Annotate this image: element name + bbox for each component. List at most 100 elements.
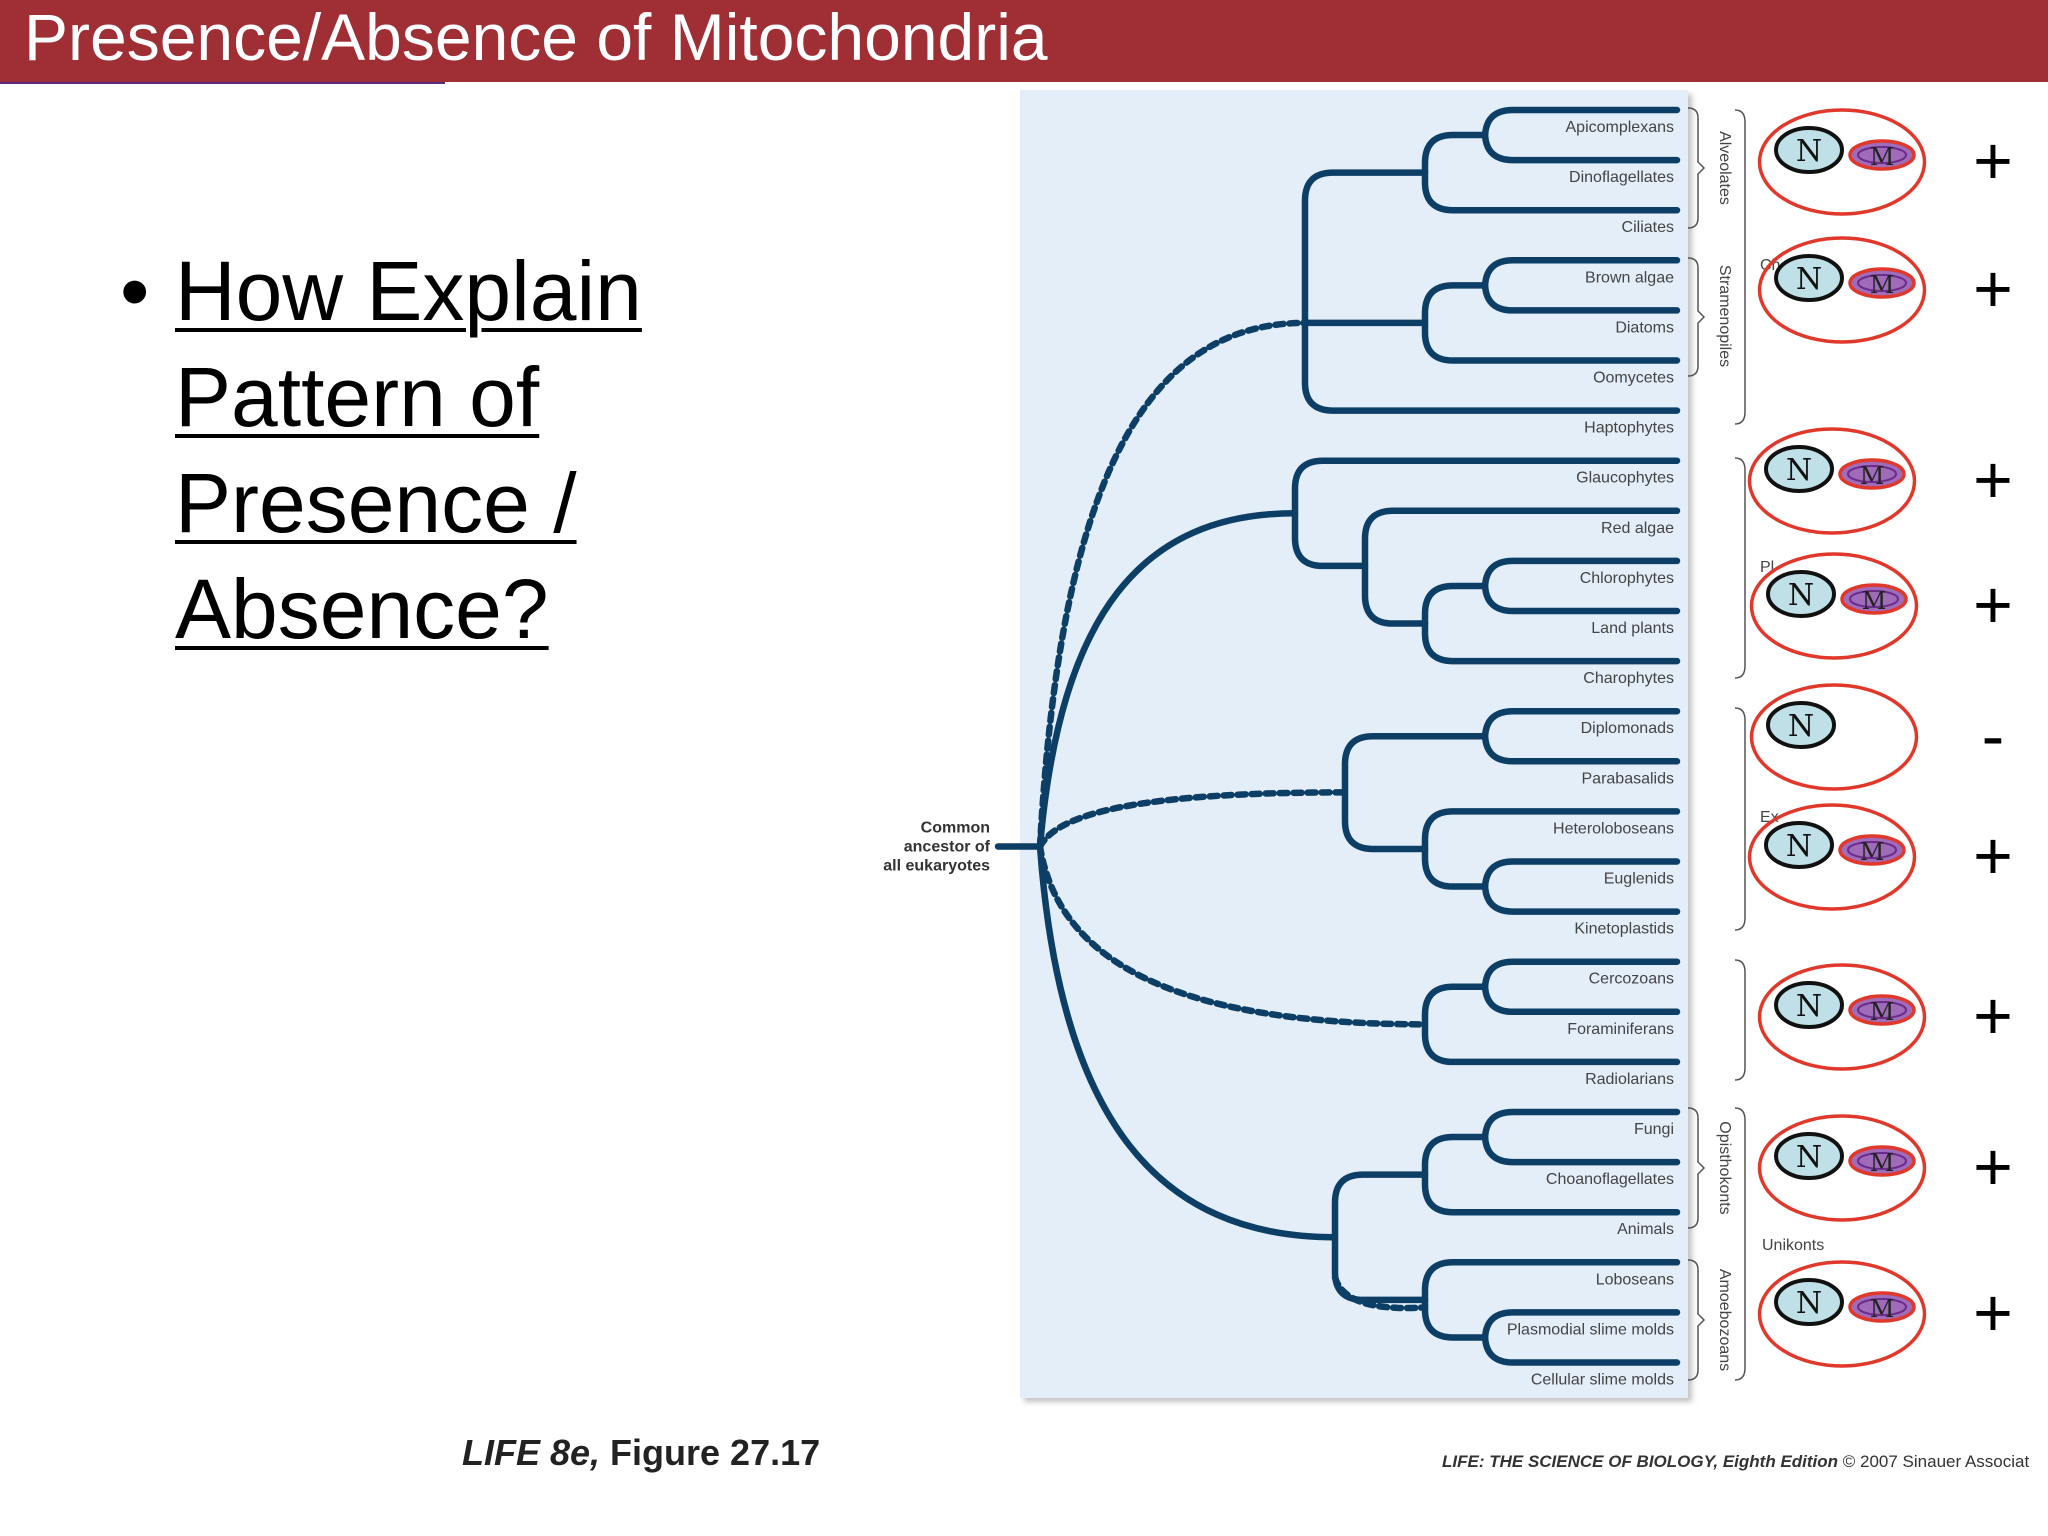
nucleus-letter: N: [1786, 829, 1812, 864]
mitochondrion-letter: M: [1870, 1295, 1895, 1323]
group-bracket: [1734, 707, 1746, 931]
tree-branch-dashed: [1036, 789, 1349, 850]
caption-rest: Figure 27.17: [600, 1432, 821, 1473]
presence-sign: +: [1973, 978, 2013, 1054]
title-underline: [0, 82, 445, 84]
taxon-label: Chlorophytes: [1580, 570, 1674, 587]
mitochondrion-inner: [1857, 146, 1907, 164]
nucleus-letter: N: [1788, 709, 1814, 744]
presence-sign: +: [1973, 251, 2013, 327]
group-bracket: [1734, 1107, 1746, 1381]
taxon-label: Cercozoans: [1589, 971, 1674, 988]
cell-outline: [1757, 1114, 1927, 1222]
cell-outline: [1749, 552, 1919, 660]
root-label-line: all eukaryotes: [883, 857, 990, 874]
tree-labels: ApicomplexansDinoflagellatesCiliatesBrow…: [1507, 119, 1674, 1389]
taxon-label: Parabasalids: [1582, 770, 1675, 787]
mitochondrion-letter: M: [1870, 271, 1895, 299]
taxon-label: Kinetoplastids: [1574, 921, 1674, 938]
cell-row: N M +: [1757, 1114, 2013, 1222]
nucleus-icon: [1774, 1278, 1844, 1326]
presence-sign: +: [1973, 442, 2013, 518]
root-label-line: Common: [921, 819, 990, 836]
cell-outline: [1757, 1260, 1927, 1368]
cell-row: N M +: [1747, 803, 2013, 911]
group-brackets: AlveolatesStramenopilesOpisthokontsAmoeb…: [1687, 107, 1824, 1381]
nucleus-icon: [1774, 1132, 1844, 1180]
mitochondrion-letter: M: [1870, 1149, 1895, 1177]
taxon-label: Heteroloboseans: [1553, 820, 1674, 837]
group-label: Unikonts: [1762, 1237, 1824, 1254]
mitochondrion-inner: [1857, 274, 1907, 292]
cell-row: N M +: [1757, 963, 2013, 1071]
group-bracket: [1734, 959, 1746, 1081]
nucleus-letter: N: [1796, 1140, 1822, 1175]
cell-outline: [1757, 108, 1927, 216]
figure-credit: LIFE: THE SCIENCE OF BIOLOGY, Eighth Edi…: [1442, 1452, 2029, 1472]
group-bracket: [1687, 107, 1706, 229]
nucleus-letter: N: [1796, 262, 1822, 297]
figure-caption: LIFE 8e, Figure 27.17: [462, 1432, 820, 1474]
tree-branch: [1421, 983, 1681, 1066]
presence-sign: +: [1973, 818, 2013, 894]
nucleus-letter: N: [1796, 134, 1822, 169]
tree-branch-dashed: [1036, 843, 1429, 1028]
taxon-label: Red algae: [1601, 520, 1674, 537]
taxon-label: Plasmodial slime molds: [1507, 1321, 1674, 1338]
taxon-label: Diatoms: [1615, 319, 1674, 336]
caption-italic: LIFE 8e,: [462, 1432, 601, 1473]
absence-sign: -: [1982, 698, 2005, 774]
group-bracket: [1734, 109, 1746, 425]
taxon-label: Cellular slime molds: [1531, 1372, 1674, 1389]
group-label: Amoebozoans: [1716, 1269, 1733, 1371]
credit-italic: LIFE: THE SCIENCE OF BIOLOGY, Eighth Edi…: [1442, 1452, 1839, 1471]
mitochondrion-inner: [1849, 590, 1899, 608]
mitochondrion-letter: M: [1870, 143, 1895, 171]
mitochondrion-letter: M: [1860, 838, 1885, 866]
cell-outline: [1747, 803, 1917, 911]
root-label-line: ancestor of: [904, 838, 991, 855]
tree-branch-dashed: [1331, 1274, 1429, 1312]
group-label: Opisthokonts: [1716, 1121, 1733, 1214]
presence-sign: +: [1973, 1129, 2013, 1205]
cell-outline: [1749, 683, 1919, 791]
cell-outline: [1757, 236, 1927, 344]
mitochondrion-letter: M: [1860, 462, 1885, 490]
taxon-label: Oomycetes: [1593, 370, 1674, 387]
mitochondrion-inner: [1857, 1152, 1907, 1170]
nucleus-icon: [1766, 570, 1836, 618]
group-bracket: [1687, 1107, 1706, 1229]
taxon-label: Glaucophytes: [1576, 470, 1674, 487]
mitochondrion-inner: [1857, 1001, 1907, 1019]
taxon-label: Animals: [1617, 1221, 1674, 1238]
mitochondrion-letter: M: [1870, 998, 1895, 1026]
group-label: Stramenopiles: [1716, 265, 1733, 367]
taxon-label: Fungi: [1634, 1121, 1674, 1138]
nucleus-letter: N: [1796, 989, 1822, 1024]
taxon-label: Haptophytes: [1584, 420, 1674, 437]
nucleus-icon: [1764, 821, 1834, 869]
taxon-label: Loboseans: [1596, 1271, 1674, 1288]
taxon-label: Brown algae: [1585, 269, 1674, 286]
taxon-label: Euglenids: [1604, 871, 1674, 888]
nucleus-icon: [1764, 445, 1834, 493]
cell-row: N M +: [1757, 236, 2013, 344]
nucleus-icon: [1774, 981, 1844, 1029]
slide-title: Presence/Absence of Mitochondria: [24, 0, 1048, 74]
bullet-question: How Explain Pattern of Presence / Absenc…: [175, 244, 642, 656]
taxon-label: Land plants: [1591, 620, 1674, 637]
mitochondrion-letter: M: [1862, 587, 1887, 615]
taxon-label: Diplomonads: [1581, 720, 1674, 737]
mitochondrion-inner: [1857, 1298, 1907, 1316]
cell-row: N-: [1749, 683, 2005, 791]
mitochondrion-inner: [1847, 841, 1897, 859]
nucleus-letter: N: [1796, 1286, 1822, 1321]
taxon-label: Foraminiferans: [1567, 1021, 1674, 1038]
tree-branches: [994, 106, 1681, 1366]
group-bracket: [1687, 1259, 1706, 1381]
cell-outline: [1757, 963, 1927, 1071]
